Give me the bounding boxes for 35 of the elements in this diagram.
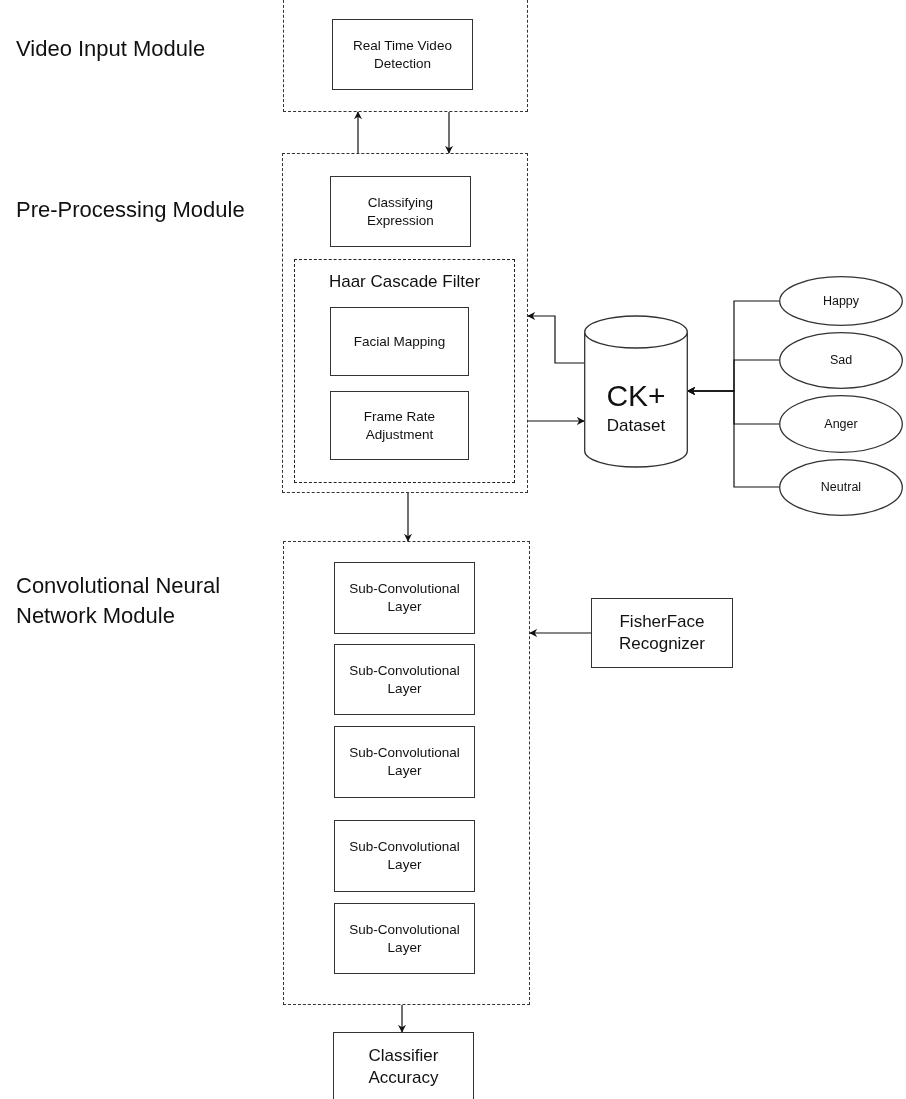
process-box: Real Time Video Detection <box>332 19 473 90</box>
cylinder-label: Dataset <box>606 414 666 437</box>
arrow <box>527 312 585 364</box>
arrow <box>398 1004 406 1033</box>
emotion-ellipse <box>779 276 903 326</box>
module-label: Convolutional Neural Network Module <box>16 572 222 630</box>
emotion-ellipse <box>779 459 903 516</box>
arrow <box>687 387 780 488</box>
emotion-ellipse <box>779 332 903 389</box>
process-box: Sub-Convolutional Layer <box>334 562 475 634</box>
module-label: Pre-Processing Module <box>16 196 246 224</box>
arrow <box>404 492 412 542</box>
arrow <box>529 629 592 637</box>
ellipse-label: Anger <box>824 415 858 433</box>
arrow <box>527 417 585 425</box>
emotion-ellipse <box>779 395 903 453</box>
process-box: Sub-Convolutional Layer <box>334 820 475 892</box>
process-box: Sub-Convolutional Layer <box>334 726 475 798</box>
process-box: Sub-Convolutional Layer <box>334 903 475 974</box>
ellipse-label: Happy <box>822 292 860 310</box>
arrow <box>445 111 453 154</box>
arrow <box>354 111 362 154</box>
dashed-group-frame <box>294 259 515 483</box>
group-heading: Haar Cascade Filter <box>327 272 482 292</box>
process-box: Classifying Expression <box>330 176 471 247</box>
process-box: Sub-Convolutional Layer <box>334 644 475 715</box>
ellipse-label: Sad <box>829 352 853 369</box>
database-cylinder <box>584 316 688 467</box>
ellipse-label: Neutral <box>820 479 862 496</box>
process-box: FisherFace Recognizer <box>591 598 733 668</box>
cylinder-label: CK+ <box>606 377 666 414</box>
process-box: Frame Rate Adjustment <box>330 391 469 460</box>
module-label: Video Input Module <box>16 35 207 63</box>
process-box: Classifier Accuracy <box>333 1032 474 1099</box>
process-box: Facial Mapping <box>330 307 469 376</box>
